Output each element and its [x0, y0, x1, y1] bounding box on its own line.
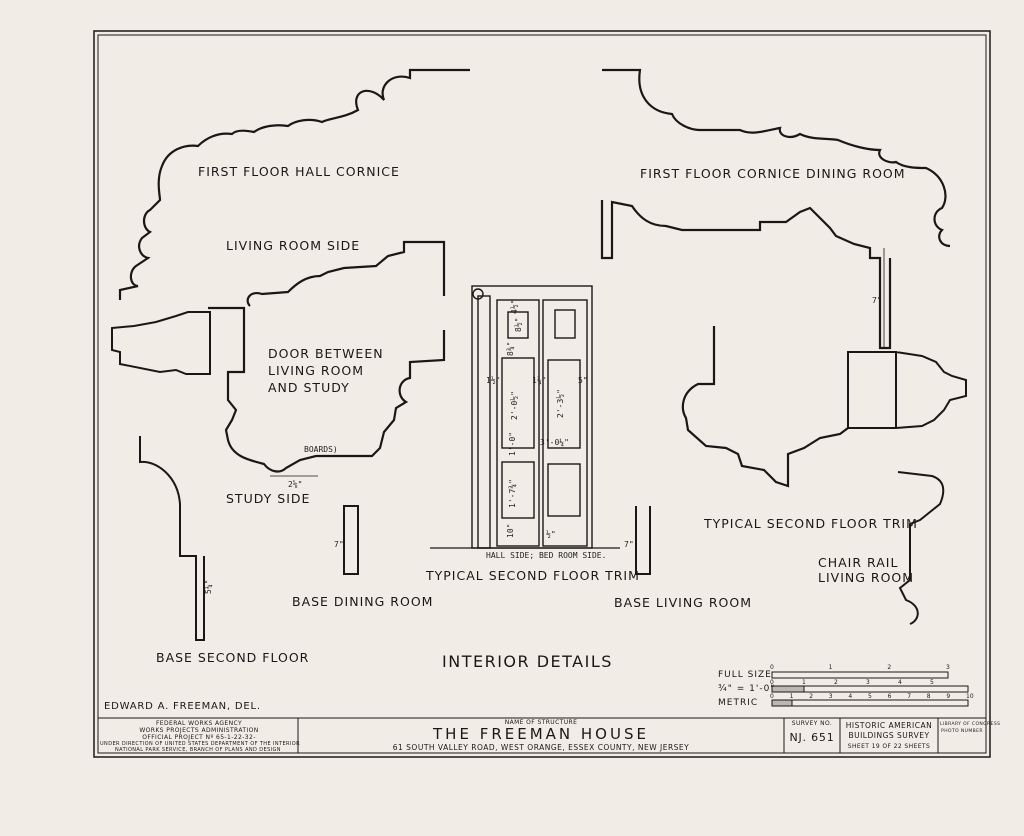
scale-tick-label: 1 — [828, 664, 833, 671]
door-dim-top: 4½" — [510, 299, 519, 314]
living-room-side-label: LIVING ROOM SIDE — [226, 238, 361, 253]
door-between-right — [344, 330, 446, 458]
scale-bars — [771, 671, 969, 707]
door-dim-panel-2: 2'-3½" — [556, 389, 565, 418]
agency-line-3: OFFICIAL PROJECT Nº 65-1-22-32- — [142, 734, 256, 741]
second-floor-trim-right — [600, 200, 892, 350]
loc-line-1: LIBRARY OF CONGRESS — [940, 722, 1001, 727]
structure-name: THE FREEMAN HOUSE — [433, 725, 649, 743]
scale-tick-label: 3 — [866, 679, 870, 686]
door-between-profile — [208, 240, 446, 473]
base-living-label: BASE LIVING ROOM — [614, 595, 752, 610]
delineator-credit: EDWARD A. FREEMAN, DEL. — [104, 701, 261, 712]
agency-line-1: FEDERAL WORKS AGENCY — [155, 720, 243, 727]
door-between-label-3: AND STUDY — [268, 380, 350, 395]
door-dim-1-1: 1½" — [486, 376, 501, 385]
chair-rail-profile — [897, 471, 945, 625]
hall-cornice-profile — [118, 68, 470, 300]
scale-full-size: FULL SIZE — [718, 670, 772, 680]
scale-tick-label: 9 — [946, 693, 951, 700]
scale-tick-label: 5 — [868, 693, 872, 700]
study-side-label: STUDY SIDE — [226, 491, 311, 506]
dim-7-living: 7" — [624, 540, 634, 549]
base-dining-room — [343, 505, 359, 575]
door-dim-width: 3'-0¼" — [540, 438, 569, 447]
scale-tick-label: 0 — [770, 679, 774, 686]
chair-rail-block — [847, 351, 967, 429]
door-dim-top2: 8½" — [514, 317, 523, 332]
interior-details-title: INTERIOR DETAILS — [442, 652, 613, 671]
scale-tick-label: 6 — [887, 693, 892, 700]
base-second-floor — [139, 436, 205, 641]
door-dim-1-7: 1'-7¾" — [508, 479, 517, 508]
door-dim-10: 10" — [506, 523, 515, 538]
scale-tick-label: 1 — [802, 679, 806, 686]
scale-tick-label: 7 — [907, 693, 912, 700]
scale-three-quarter: ¾" = 1'-0" — [718, 684, 776, 694]
base-second-label: BASE SECOND FLOOR — [156, 650, 310, 665]
dimension-lines — [270, 248, 885, 477]
structure-address: 61 SOUTH VALLEY ROAD, WEST ORANGE, ESSEX… — [392, 743, 690, 752]
agency-line-4: UNDER DIRECTION OF UNITED STATES DEPARTM… — [100, 741, 300, 747]
trim-profile-lower — [681, 326, 849, 488]
agency-line-2: WORKS PROJECTS ADMINISTRATION — [139, 727, 259, 734]
chair-rail-label-1: CHAIR RAIL — [818, 555, 899, 570]
door-dim-5: 5" — [578, 376, 588, 385]
inner-border — [97, 34, 987, 754]
trim-right-label: TYPICAL SECOND FLOOR TRIM — [704, 516, 918, 531]
chair-rail-label-2: LIVING ROOM — [818, 570, 915, 585]
habs-line-1: HISTORIC AMERICAN — [845, 721, 933, 730]
scale-tick-label: 8 — [926, 693, 931, 700]
dim-2-5-8: 2⅝" — [288, 480, 303, 489]
scale-tick-label: 2 — [809, 693, 814, 700]
door-elevation — [430, 285, 620, 549]
door-dim-panel-1: 2'-0½" — [510, 391, 519, 420]
door-dim-8: 8¾" — [506, 341, 515, 356]
scale-metric: METRIC — [718, 698, 759, 708]
door-dim-half: ½" — [546, 530, 556, 539]
loc-line-2: PHOTO NUMBER — [941, 729, 983, 734]
dining-cornice-profile — [602, 68, 951, 248]
hall-bed-side-label: HALL SIDE; BED ROOM SIDE. — [486, 551, 607, 560]
outer-border — [93, 30, 991, 758]
door-jamb-left — [111, 311, 211, 375]
agency-line-5: NATIONAL PARK SERVICE, BRANCH OF PLANS A… — [115, 747, 281, 753]
sheet-info: SHEET 19 OF 22 SHEETS — [847, 743, 931, 750]
scale-tick-label: 0 — [770, 664, 774, 671]
scale-tick-label: 2 — [887, 664, 892, 671]
scale-tick-label: 1 — [789, 693, 794, 700]
scale-tick-label: 5 — [930, 679, 934, 686]
title-block-lines — [98, 717, 986, 753]
trim-center-label: TYPICAL SECOND FLOOR TRIM — [426, 568, 640, 583]
structure-name-caption: NAME OF STRUCTURE — [504, 719, 578, 726]
scale-tick-label: 3 — [946, 664, 950, 671]
habs-line-2: BUILDINGS SURVEY — [848, 731, 930, 740]
base-living-room — [635, 506, 651, 575]
scale-tick-label: 4 — [848, 693, 853, 700]
hall-cornice-label: FIRST FLOOR HALL CORNICE — [198, 164, 400, 179]
base-dining-label: BASE DINING ROOM — [292, 594, 434, 609]
door-between-label-1: DOOR BETWEEN — [268, 346, 384, 361]
door-between-label-2: LIVING ROOM — [268, 363, 365, 378]
survey-caption: SURVEY NO. — [791, 720, 833, 727]
dining-cornice-label: FIRST FLOOR CORNICE DINING ROOM — [640, 166, 906, 181]
door-dim-1-0: 1'-0" — [508, 431, 517, 456]
scale-tick-label: 0 — [770, 693, 774, 700]
dim-7-trim: 7" — [872, 296, 882, 305]
scale-tick-label: 2 — [834, 679, 838, 686]
scale-tick-label: 10 — [966, 693, 974, 700]
scale-tick-label: 4 — [898, 679, 902, 686]
dim-7-dining: 7" — [334, 540, 344, 549]
dim-5-1-4: 5¼" — [204, 579, 213, 594]
scale-tick-label: 3 — [828, 693, 833, 700]
boards-note: BOARDS) — [304, 445, 338, 454]
survey-number: NJ. 651 — [789, 731, 835, 744]
door-dim-1-3: 1¾" — [532, 376, 547, 385]
